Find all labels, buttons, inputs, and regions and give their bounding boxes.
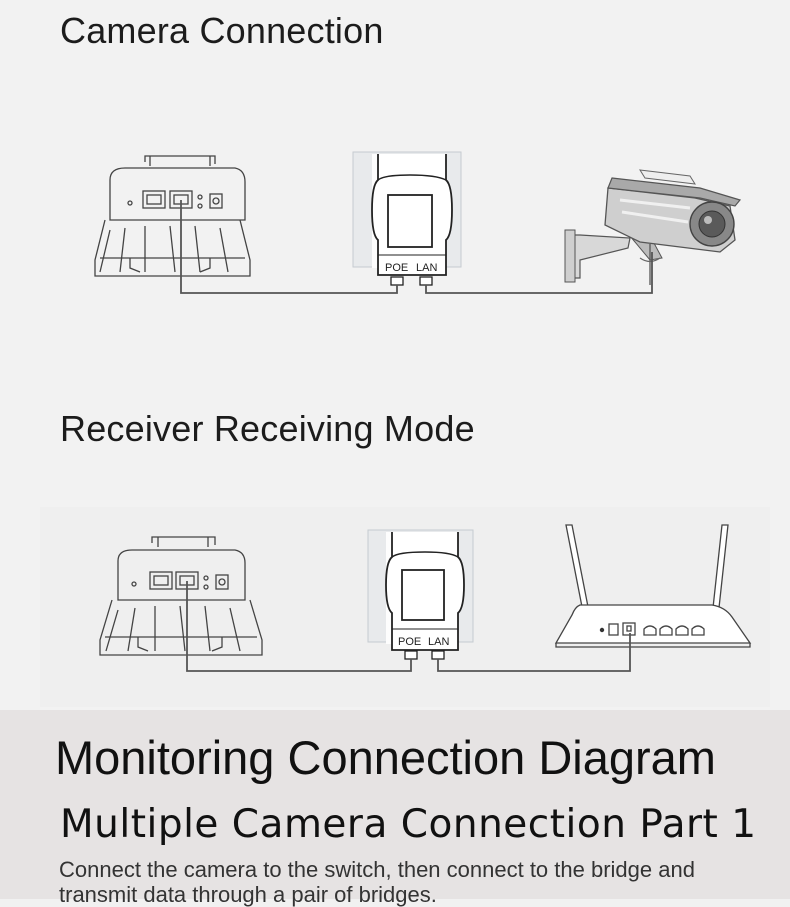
- poe-port-label: POE: [398, 636, 421, 648]
- multiple-camera-subtitle: Multiple Camera Connection Part 1: [60, 802, 757, 847]
- poe-injector-icon: [367, 529, 474, 660]
- lan-port-label: LAN: [416, 262, 437, 274]
- camera-connection-diagram: POE LAN: [94, 151, 742, 294]
- receiver-mode-title: Receiver Receiving Mode: [60, 408, 475, 449]
- lan-port-label: LAN: [428, 636, 449, 648]
- cable-lines: [180, 200, 653, 294]
- camera-connection-section: Camera Connection: [0, 0, 790, 395]
- cable-lines: [186, 581, 631, 672]
- security-camera-icon: [564, 169, 742, 285]
- bridge-device-icon: [94, 155, 251, 277]
- monitoring-description: Connect the camera to the switch, then c…: [59, 857, 695, 907]
- router-icon: [554, 524, 752, 648]
- receiver-mode-diagram: POE LAN: [40, 507, 770, 707]
- poe-injector-icon: [352, 151, 462, 286]
- monitoring-connection-section: Monitoring Connection Diagram Multiple C…: [0, 710, 790, 907]
- poe-port-label: POE: [385, 262, 408, 274]
- monitoring-diagram-title: Monitoring Connection Diagram: [55, 731, 716, 784]
- camera-connection-title: Camera Connection: [60, 10, 384, 51]
- receiver-receiving-mode-section: Receiver Receiving Mode: [0, 395, 790, 710]
